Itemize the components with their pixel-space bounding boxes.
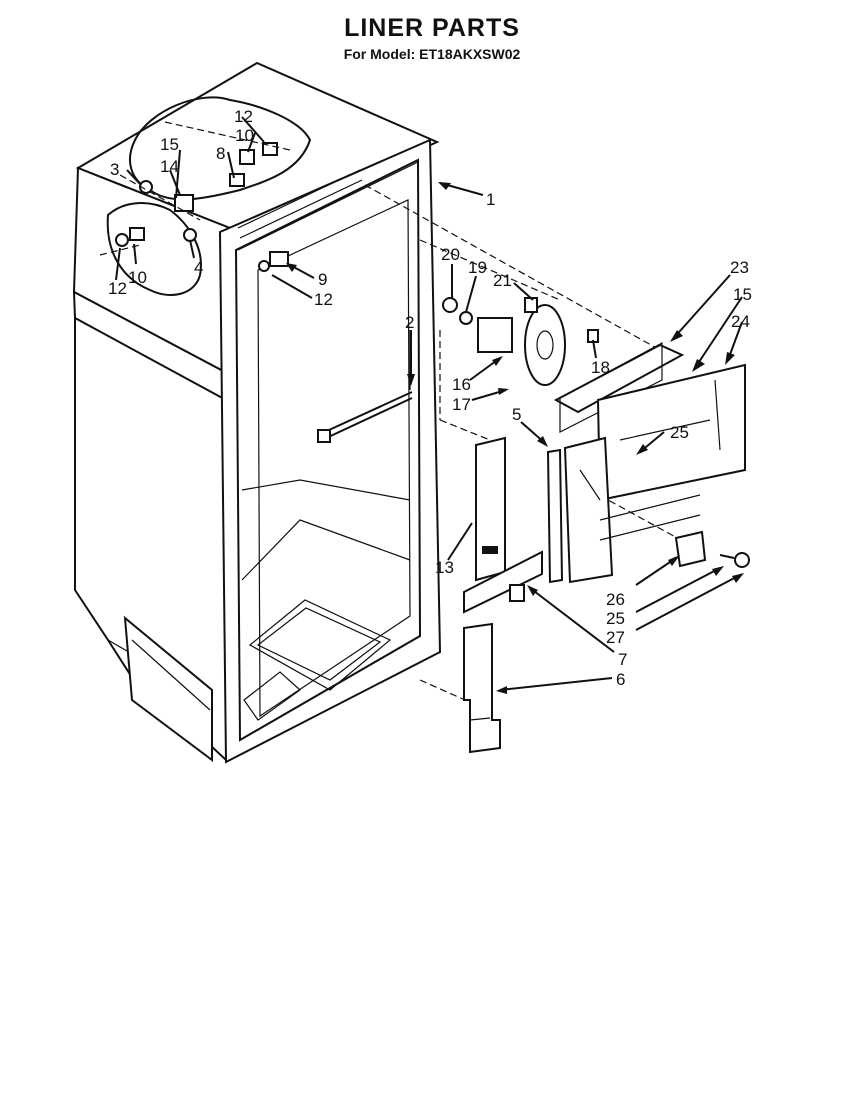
page-title: LINER PARTS [344, 14, 520, 42]
callout-27: 27 [606, 628, 625, 647]
callout-26: 26 [606, 590, 625, 609]
callout-23: 23 [730, 258, 749, 277]
callout-5: 5 [512, 405, 521, 424]
callout-15-top: 15 [160, 135, 179, 154]
leader-lines [115, 116, 744, 694]
callout-19: 19 [468, 258, 487, 277]
callout-17: 17 [452, 395, 471, 414]
callout-16: 16 [452, 375, 471, 394]
callout-9: 9 [318, 270, 327, 289]
callout-3: 3 [110, 160, 119, 179]
callout-15-right: 15 [733, 285, 752, 304]
callout-25-lower: 25 [606, 609, 625, 628]
callout-labels: 12 15 10 3 14 8 12 10 4 9 12 1 20 19 21 … [108, 107, 752, 689]
callout-25-upper: 25 [670, 423, 689, 442]
control-components [99, 96, 312, 296]
model-subtitle: For Model: ET18AKXSW02 [343, 46, 521, 62]
callout-13: 13 [435, 558, 454, 577]
callout-2: 2 [405, 313, 414, 332]
liner-frame [218, 138, 442, 764]
callout-14: 14 [160, 157, 179, 176]
callout-18: 18 [591, 358, 610, 377]
callout-6: 6 [616, 670, 625, 689]
callout-21: 21 [493, 271, 512, 290]
callout-20: 20 [441, 245, 460, 264]
callout-12-mid: 12 [314, 290, 333, 309]
callout-7: 7 [618, 650, 627, 669]
callout-10-top: 10 [235, 126, 254, 145]
callout-12-top: 12 [234, 107, 253, 126]
callout-4: 4 [194, 258, 203, 277]
callout-10-left: 10 [128, 268, 147, 287]
evaporator-parts [317, 184, 750, 754]
callout-1: 1 [486, 190, 495, 209]
callout-8: 8 [216, 144, 225, 163]
callout-24: 24 [731, 312, 750, 331]
callout-12-left: 12 [108, 279, 127, 298]
